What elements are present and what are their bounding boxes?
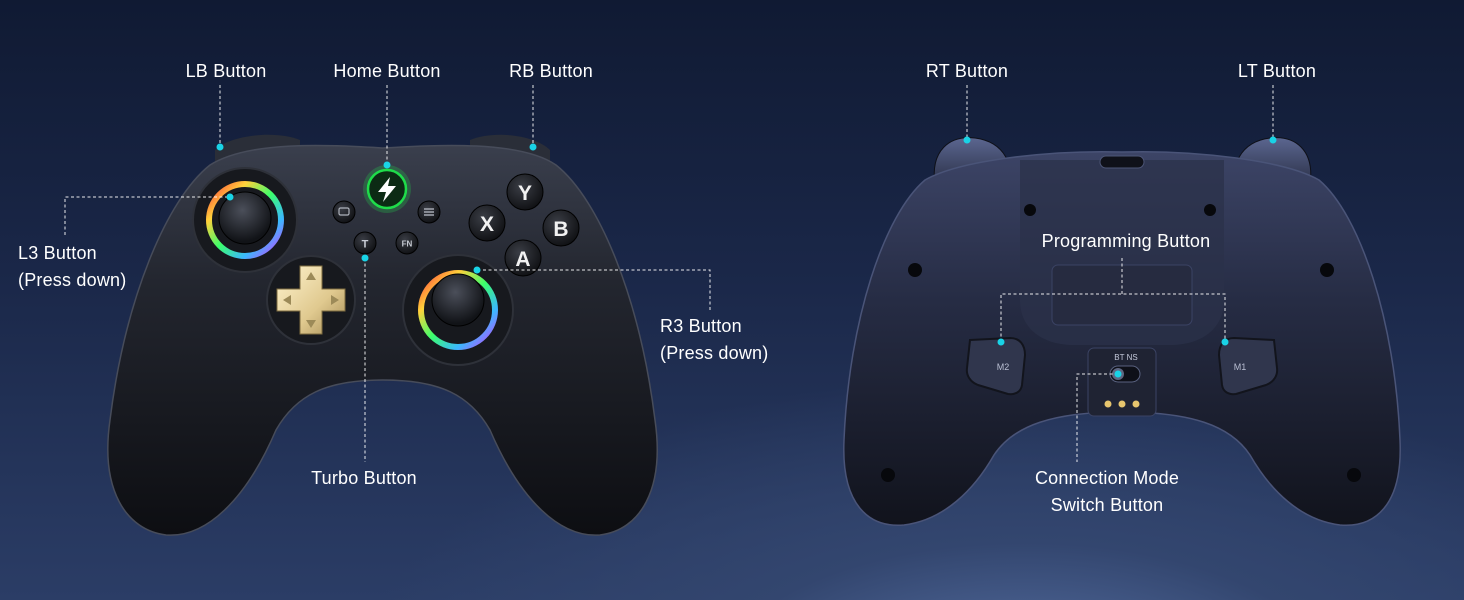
- left-stick-rgb-ring: [206, 181, 284, 259]
- charging-pins: [1104, 400, 1140, 408]
- share-button[interactable]: [332, 200, 356, 224]
- lt-button-label: LT Button: [1237, 61, 1317, 81]
- rb-button-label: RB Button: [509, 61, 593, 81]
- battery-panel: [1051, 264, 1193, 326]
- b-button-glyph: B: [553, 218, 568, 241]
- fn-button[interactable]: [395, 231, 419, 255]
- l3-button-label: L3 Button (Press down): [18, 240, 126, 294]
- callout-dots: [216, 136, 1277, 378]
- l3-button-label-line1: L3 Button: [18, 243, 97, 263]
- x-button[interactable]: [468, 204, 506, 242]
- dpad-arrows: [283, 272, 339, 328]
- callout-leaders: [64, 85, 1274, 462]
- turbo-button-label: Turbo Button: [311, 468, 417, 488]
- l3-button-label-line2: (Press down): [18, 270, 127, 290]
- turbo-button[interactable]: [353, 231, 377, 255]
- paddle-m1-label: M1: [1234, 362, 1247, 372]
- r3-button-label-line2: (Press down): [660, 343, 769, 363]
- back-screws: [881, 204, 1361, 482]
- connection-mode-label-line1: Connection Mode: [1034, 468, 1180, 488]
- r3-button-label: R3 Button (Press down): [660, 313, 768, 367]
- lb-button-label: LB Button: [185, 61, 267, 81]
- a-button-glyph: A: [515, 248, 530, 271]
- controller-back: M2 M1 BT NS: [843, 137, 1401, 526]
- b-button[interactable]: [542, 209, 580, 247]
- connection-mode-label: Connection Mode Switch Button: [1035, 465, 1179, 519]
- home-button-label: Home Button: [333, 61, 441, 81]
- a-button[interactable]: [504, 239, 542, 277]
- x-button-glyph: X: [480, 213, 494, 236]
- mode-switch-label: BT NS: [1114, 353, 1137, 362]
- paddle-m2-label: M2: [997, 362, 1010, 372]
- right-stick[interactable]: [431, 273, 485, 327]
- connection-mode-label-line2: Switch Button: [1050, 495, 1164, 515]
- y-button-glyph: Y: [518, 182, 532, 205]
- rt-button-label: RT Button: [925, 61, 1009, 81]
- lightning-icon: [378, 177, 396, 202]
- face-buttons: Y X B A: [468, 173, 580, 277]
- y-button[interactable]: [506, 173, 544, 211]
- left-stick[interactable]: [218, 191, 272, 245]
- dpad[interactable]: [276, 265, 346, 335]
- turbo-button-glyph: T: [362, 239, 369, 251]
- controller-front: T FN Y X B A: [107, 134, 658, 536]
- programming-button-label: Programming Button: [1041, 231, 1211, 251]
- usb-port: [1099, 155, 1145, 169]
- fn-button-glyph: FN: [402, 240, 413, 249]
- menu-icon: [424, 208, 434, 216]
- right-stick-rgb-ring: [418, 270, 498, 350]
- share-icon: [338, 207, 350, 216]
- r3-button-label-line1: R3 Button: [660, 316, 742, 336]
- paddle-m2[interactable]: [965, 336, 1027, 396]
